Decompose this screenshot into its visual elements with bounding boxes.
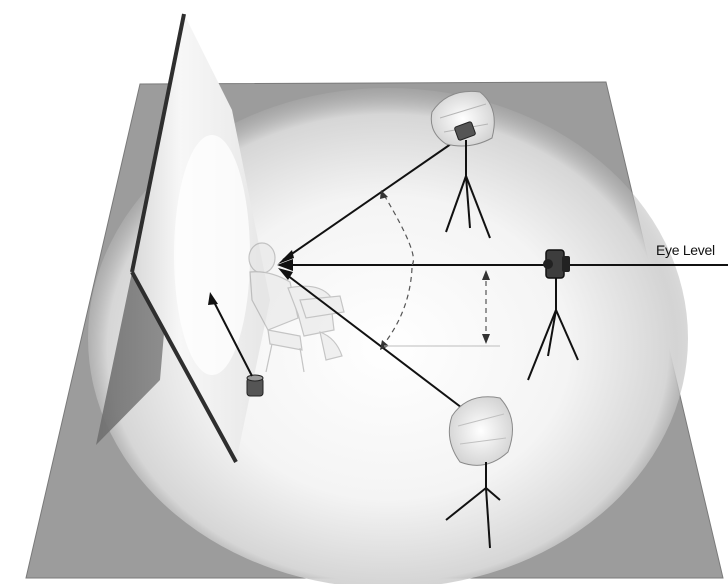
wall-glow (174, 135, 250, 375)
background-light-icon (247, 375, 263, 396)
eye-level-label: Eye Level (656, 242, 715, 258)
